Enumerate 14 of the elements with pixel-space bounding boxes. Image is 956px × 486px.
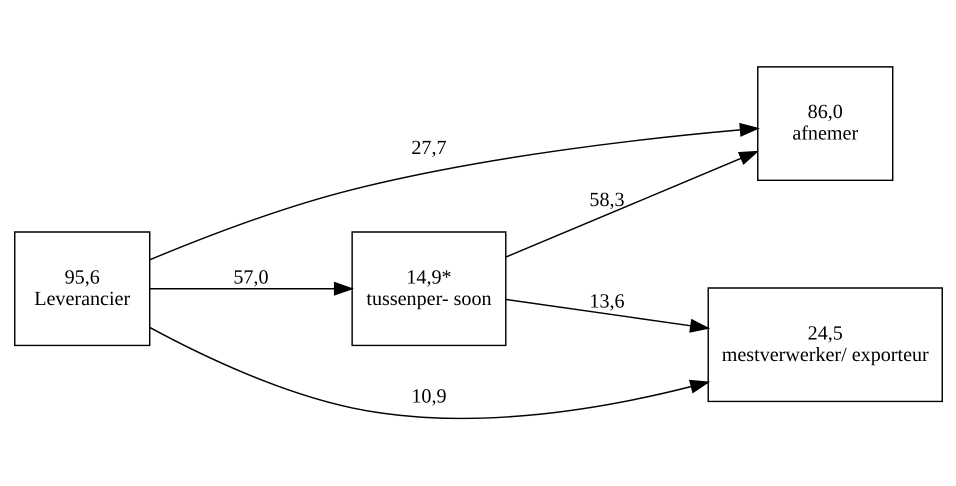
- node-box: 24,5 mestverwerker/ exporteur: [707, 287, 942, 402]
- node-box: 14,9* tussenper- soon: [350, 231, 506, 346]
- node-box: 95,6 Leverancier: [14, 231, 150, 346]
- edge-label: 27,7: [410, 137, 446, 160]
- edge-label: 10,9: [410, 385, 446, 408]
- edge-label: 13,6: [588, 290, 624, 313]
- arrow: [148, 122, 760, 260]
- arrow: [149, 326, 710, 420]
- arrow: [505, 150, 759, 258]
- node-box: 86,0 afnemer: [756, 66, 893, 182]
- arrow: [149, 282, 354, 296]
- edge-label: 57,0: [232, 266, 268, 288]
- edge-label: 58,3: [588, 188, 624, 211]
- arrow: [505, 298, 710, 333]
